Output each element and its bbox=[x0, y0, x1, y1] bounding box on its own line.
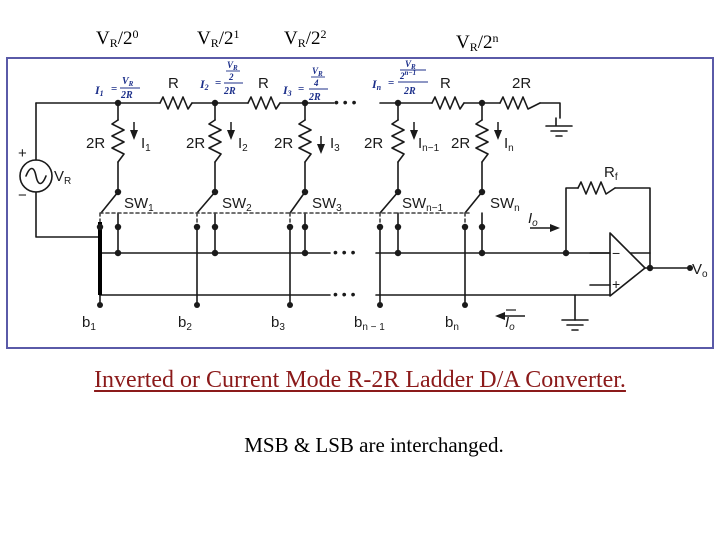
branch-current-n: In bbox=[504, 135, 514, 154]
svg-text:=: = bbox=[388, 77, 394, 89]
svg-text:=: = bbox=[215, 77, 221, 89]
feedback-label: Rf bbox=[604, 164, 618, 183]
output-ground bbox=[561, 319, 589, 331]
bus-top bbox=[99, 226, 651, 254]
ladder-circuit-diagram: • • • • • • • • • R R R 2R 2R 2R 2R 2R 2… bbox=[6, 57, 714, 349]
shunt-label-2: 2R bbox=[186, 135, 205, 152]
switch-blade-n bbox=[464, 191, 483, 214]
bit-leads bbox=[99, 294, 466, 306]
svg-text:2R: 2R bbox=[403, 86, 416, 97]
shunt-wires bbox=[117, 102, 483, 191]
svg-text:VR: VR bbox=[312, 66, 323, 78]
source-minus: − bbox=[18, 187, 27, 204]
bit-label-2: b2 bbox=[178, 314, 192, 333]
ellipsis-bus-top: • • • bbox=[333, 244, 356, 260]
current-arrows bbox=[130, 130, 560, 320]
header-label-3: VR/22 bbox=[284, 27, 327, 50]
header-label-2: VR/21 bbox=[197, 27, 240, 50]
bus-drops bbox=[99, 226, 466, 296]
current-equation-n: In = VR 2n−1 2R bbox=[371, 59, 428, 97]
feedback-resistor bbox=[577, 181, 616, 195]
switch-contact-wires bbox=[117, 212, 483, 228]
current-arrow-lines bbox=[133, 122, 551, 317]
circuit-frame bbox=[6, 57, 714, 349]
output-label: Vo bbox=[692, 261, 708, 280]
shunt-label-1: 2R bbox=[86, 135, 105, 152]
svg-text:In: In bbox=[371, 77, 382, 92]
ellipsis-top: • • • bbox=[334, 94, 357, 110]
series-label-2: R bbox=[258, 75, 269, 92]
opamp-minus-label: − bbox=[612, 245, 620, 261]
opamp-plus-label: + bbox=[612, 276, 620, 292]
switch-label-n-1: SWn−1 bbox=[402, 195, 444, 214]
termination-ground bbox=[545, 117, 573, 137]
source-vr bbox=[19, 159, 53, 193]
switch-label-2: SW2 bbox=[222, 195, 252, 214]
series-label-1: R bbox=[168, 75, 179, 92]
slide-title: Inverted or Current Mode R-2R Ladder D/A… bbox=[94, 367, 626, 393]
bit-label-n-1: bn − 1 bbox=[354, 314, 385, 333]
switch-blade-n-1 bbox=[379, 191, 399, 214]
bus-dashes bbox=[99, 212, 471, 228]
svg-text:2: 2 bbox=[228, 72, 234, 82]
slide-subtitle: MSB & LSB are interchanged. bbox=[244, 433, 504, 457]
header-label-1: VR/20 bbox=[96, 27, 139, 50]
svg-text:I2: I2 bbox=[199, 77, 209, 92]
switch-label-3: SW3 bbox=[312, 195, 342, 214]
branch-current-2: I2 bbox=[238, 135, 248, 154]
switch-blade-3 bbox=[289, 191, 306, 214]
termination-resistor bbox=[499, 96, 541, 110]
shunt-resistor-n bbox=[475, 119, 489, 163]
bit-label-3: b3 bbox=[271, 314, 285, 333]
branch-current-3: I3 bbox=[330, 135, 340, 154]
svg-text:2R: 2R bbox=[308, 92, 321, 103]
source-wave bbox=[25, 167, 47, 185]
shunt-resistor-n-1 bbox=[391, 119, 405, 163]
switch-blade-1 bbox=[100, 191, 119, 214]
series-label-3: R bbox=[440, 75, 451, 92]
svg-text:I1: I1 bbox=[94, 83, 104, 98]
svg-text:VR: VR bbox=[405, 59, 416, 71]
series-resistor-1 bbox=[159, 96, 193, 110]
svg-text:2R: 2R bbox=[223, 86, 236, 97]
svg-text:4: 4 bbox=[313, 78, 319, 88]
shunt-resistor-2 bbox=[208, 119, 222, 163]
shunt-label-3: 2R bbox=[274, 135, 293, 152]
bit-label-1: b1 bbox=[82, 314, 96, 333]
branch-current-1: I1 bbox=[141, 135, 151, 154]
nodes bbox=[96, 99, 693, 308]
source-wire bbox=[35, 102, 101, 238]
current-equation-2: I2 = VR 2 2R bbox=[199, 60, 243, 97]
shunt-label-n-1: 2R bbox=[364, 135, 383, 152]
switch-label-n: SWn bbox=[490, 195, 520, 214]
branch-current-n-1: In−1 bbox=[418, 135, 440, 154]
svg-text:VR: VR bbox=[122, 76, 134, 88]
source-plus: + bbox=[18, 145, 27, 162]
svg-text:VR: VR bbox=[227, 60, 238, 72]
series-resistor-3 bbox=[431, 96, 465, 110]
termination-label: 2R bbox=[512, 75, 531, 92]
svg-text:2R: 2R bbox=[120, 90, 133, 101]
current-equation-3: I3 = VR 4 2R bbox=[282, 66, 328, 103]
switch-label-1: SW1 bbox=[124, 195, 154, 214]
shunt-resistor-1 bbox=[111, 119, 125, 163]
switch-blade-2 bbox=[196, 191, 216, 214]
opamp-wires bbox=[565, 187, 691, 321]
svg-text:2n−1: 2n−1 bbox=[399, 69, 416, 81]
svg-text:I3: I3 bbox=[282, 83, 292, 98]
io-label-top: Io bbox=[528, 210, 538, 229]
current-equation-1: I1 = VR 2R bbox=[94, 76, 140, 101]
shunt-resistor-3 bbox=[298, 119, 312, 163]
io-label-bottom: Io bbox=[505, 314, 515, 333]
bit-label-n: bn bbox=[445, 314, 459, 333]
svg-text:=: = bbox=[298, 83, 304, 95]
opamp-body bbox=[609, 232, 646, 297]
series-resistor-2 bbox=[247, 96, 281, 110]
svg-text:=: = bbox=[111, 83, 117, 95]
source-label: VR bbox=[54, 168, 71, 187]
ellipsis-bus-bottom: • • • bbox=[333, 286, 356, 302]
header-label-n: VR/2n bbox=[456, 31, 499, 54]
shunt-label-n: 2R bbox=[451, 135, 470, 152]
